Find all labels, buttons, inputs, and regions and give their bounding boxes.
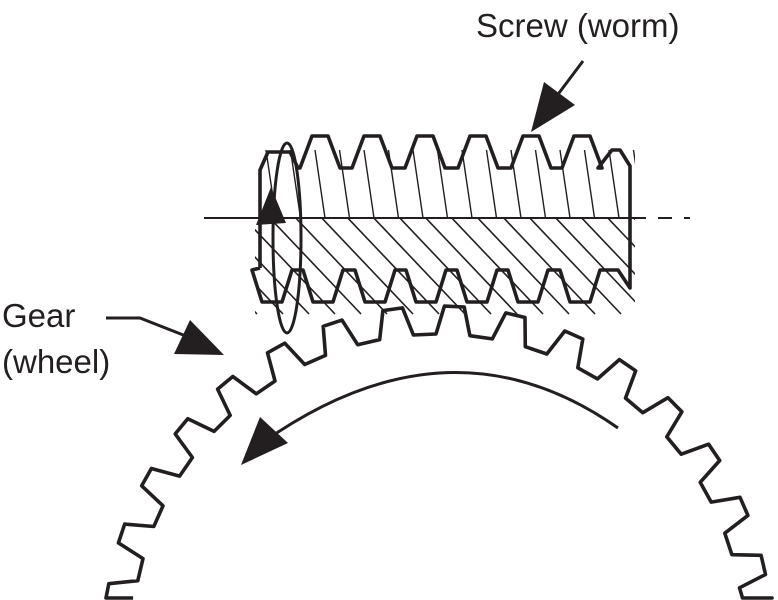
gear-rotation-arc [261, 371, 619, 445]
hatch-line [255, 228, 336, 315]
hatch-line [476, 218, 570, 315]
gear-label-line2: (wheel) [2, 343, 110, 380]
hatch-line [450, 218, 544, 315]
thread-line [632, 149, 635, 166]
worm-rotation-arrowhead-icon [256, 187, 286, 225]
worm-outline [250, 134, 632, 304]
hatch-line [268, 218, 362, 315]
thread-line [436, 149, 449, 218]
thread-line [559, 149, 571, 218]
hatch-line [632, 218, 635, 221]
hatch-line [682, 214, 777, 314]
worm-rotation-ellipse [271, 141, 303, 335]
thread-line [338, 149, 351, 218]
hatch-line [110, 214, 205, 314]
worm-section-hatching [84, 214, 777, 315]
hatch-line [580, 218, 635, 276]
gear-leader-arrowhead-icon [174, 320, 224, 355]
thread-line [314, 149, 326, 218]
gear-teeth-outline [104, 304, 774, 600]
worm-label: Screw (worm) [476, 7, 680, 44]
gear-label-line1: Gear [2, 297, 75, 334]
hatch-line [554, 218, 635, 303]
hatch-line [398, 218, 492, 315]
hatch-line [528, 218, 622, 315]
hatch-line [502, 218, 596, 315]
thread-line [485, 149, 498, 218]
hatch-line [656, 214, 751, 314]
gear-wheel [104, 304, 774, 600]
hatch-line [346, 218, 440, 315]
hatch-line [424, 218, 518, 315]
thread-line [583, 149, 596, 218]
hatch-line [372, 218, 466, 315]
hatch-line [606, 218, 635, 248]
thread-line [608, 149, 620, 218]
hatch-line [255, 310, 258, 315]
thread-line [461, 149, 473, 218]
worm-thread-lines [265, 149, 635, 218]
hatch-line [294, 218, 388, 315]
gear-leader-line [106, 316, 197, 342]
thread-line [363, 149, 375, 218]
hatch-line [84, 214, 179, 314]
hatch-line [136, 214, 231, 314]
thread-line [534, 149, 547, 218]
hatch-line [255, 283, 284, 315]
hatch-line [320, 218, 414, 315]
thread-line [412, 149, 424, 218]
gear-rotation-arrowhead-icon [241, 417, 288, 465]
worm-leader-arrowhead-icon [531, 82, 575, 132]
worm-screw [84, 134, 777, 315]
